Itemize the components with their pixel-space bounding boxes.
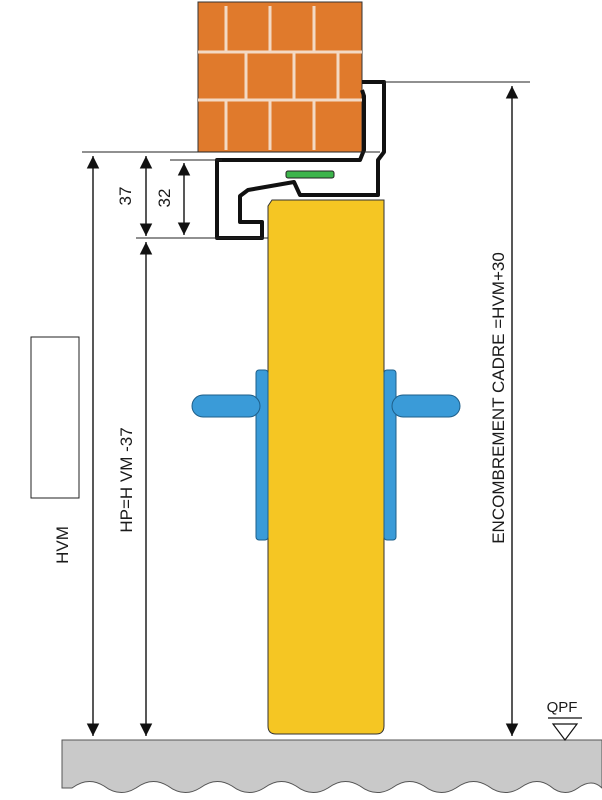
gasket-seal [285, 170, 335, 179]
label-hp: HP=H VM -37 [117, 427, 136, 532]
label-qpf: QPF [547, 699, 578, 716]
label-hvm: HVM [53, 526, 72, 564]
door-leaf [267, 199, 385, 735]
label-encombrement: ENCOMBREMENT CADRE =HVM+30 [489, 252, 508, 544]
label-32: 32 [155, 189, 174, 208]
qpf-level-marker [548, 717, 582, 741]
extension-lines [82, 81, 530, 239]
frame-profile [215, 80, 386, 240]
label-37: 37 [116, 187, 135, 206]
floor-slab [61, 739, 602, 793]
door-handle [191, 369, 461, 541]
brick-wall [197, 1, 363, 153]
reference-box [30, 336, 80, 499]
